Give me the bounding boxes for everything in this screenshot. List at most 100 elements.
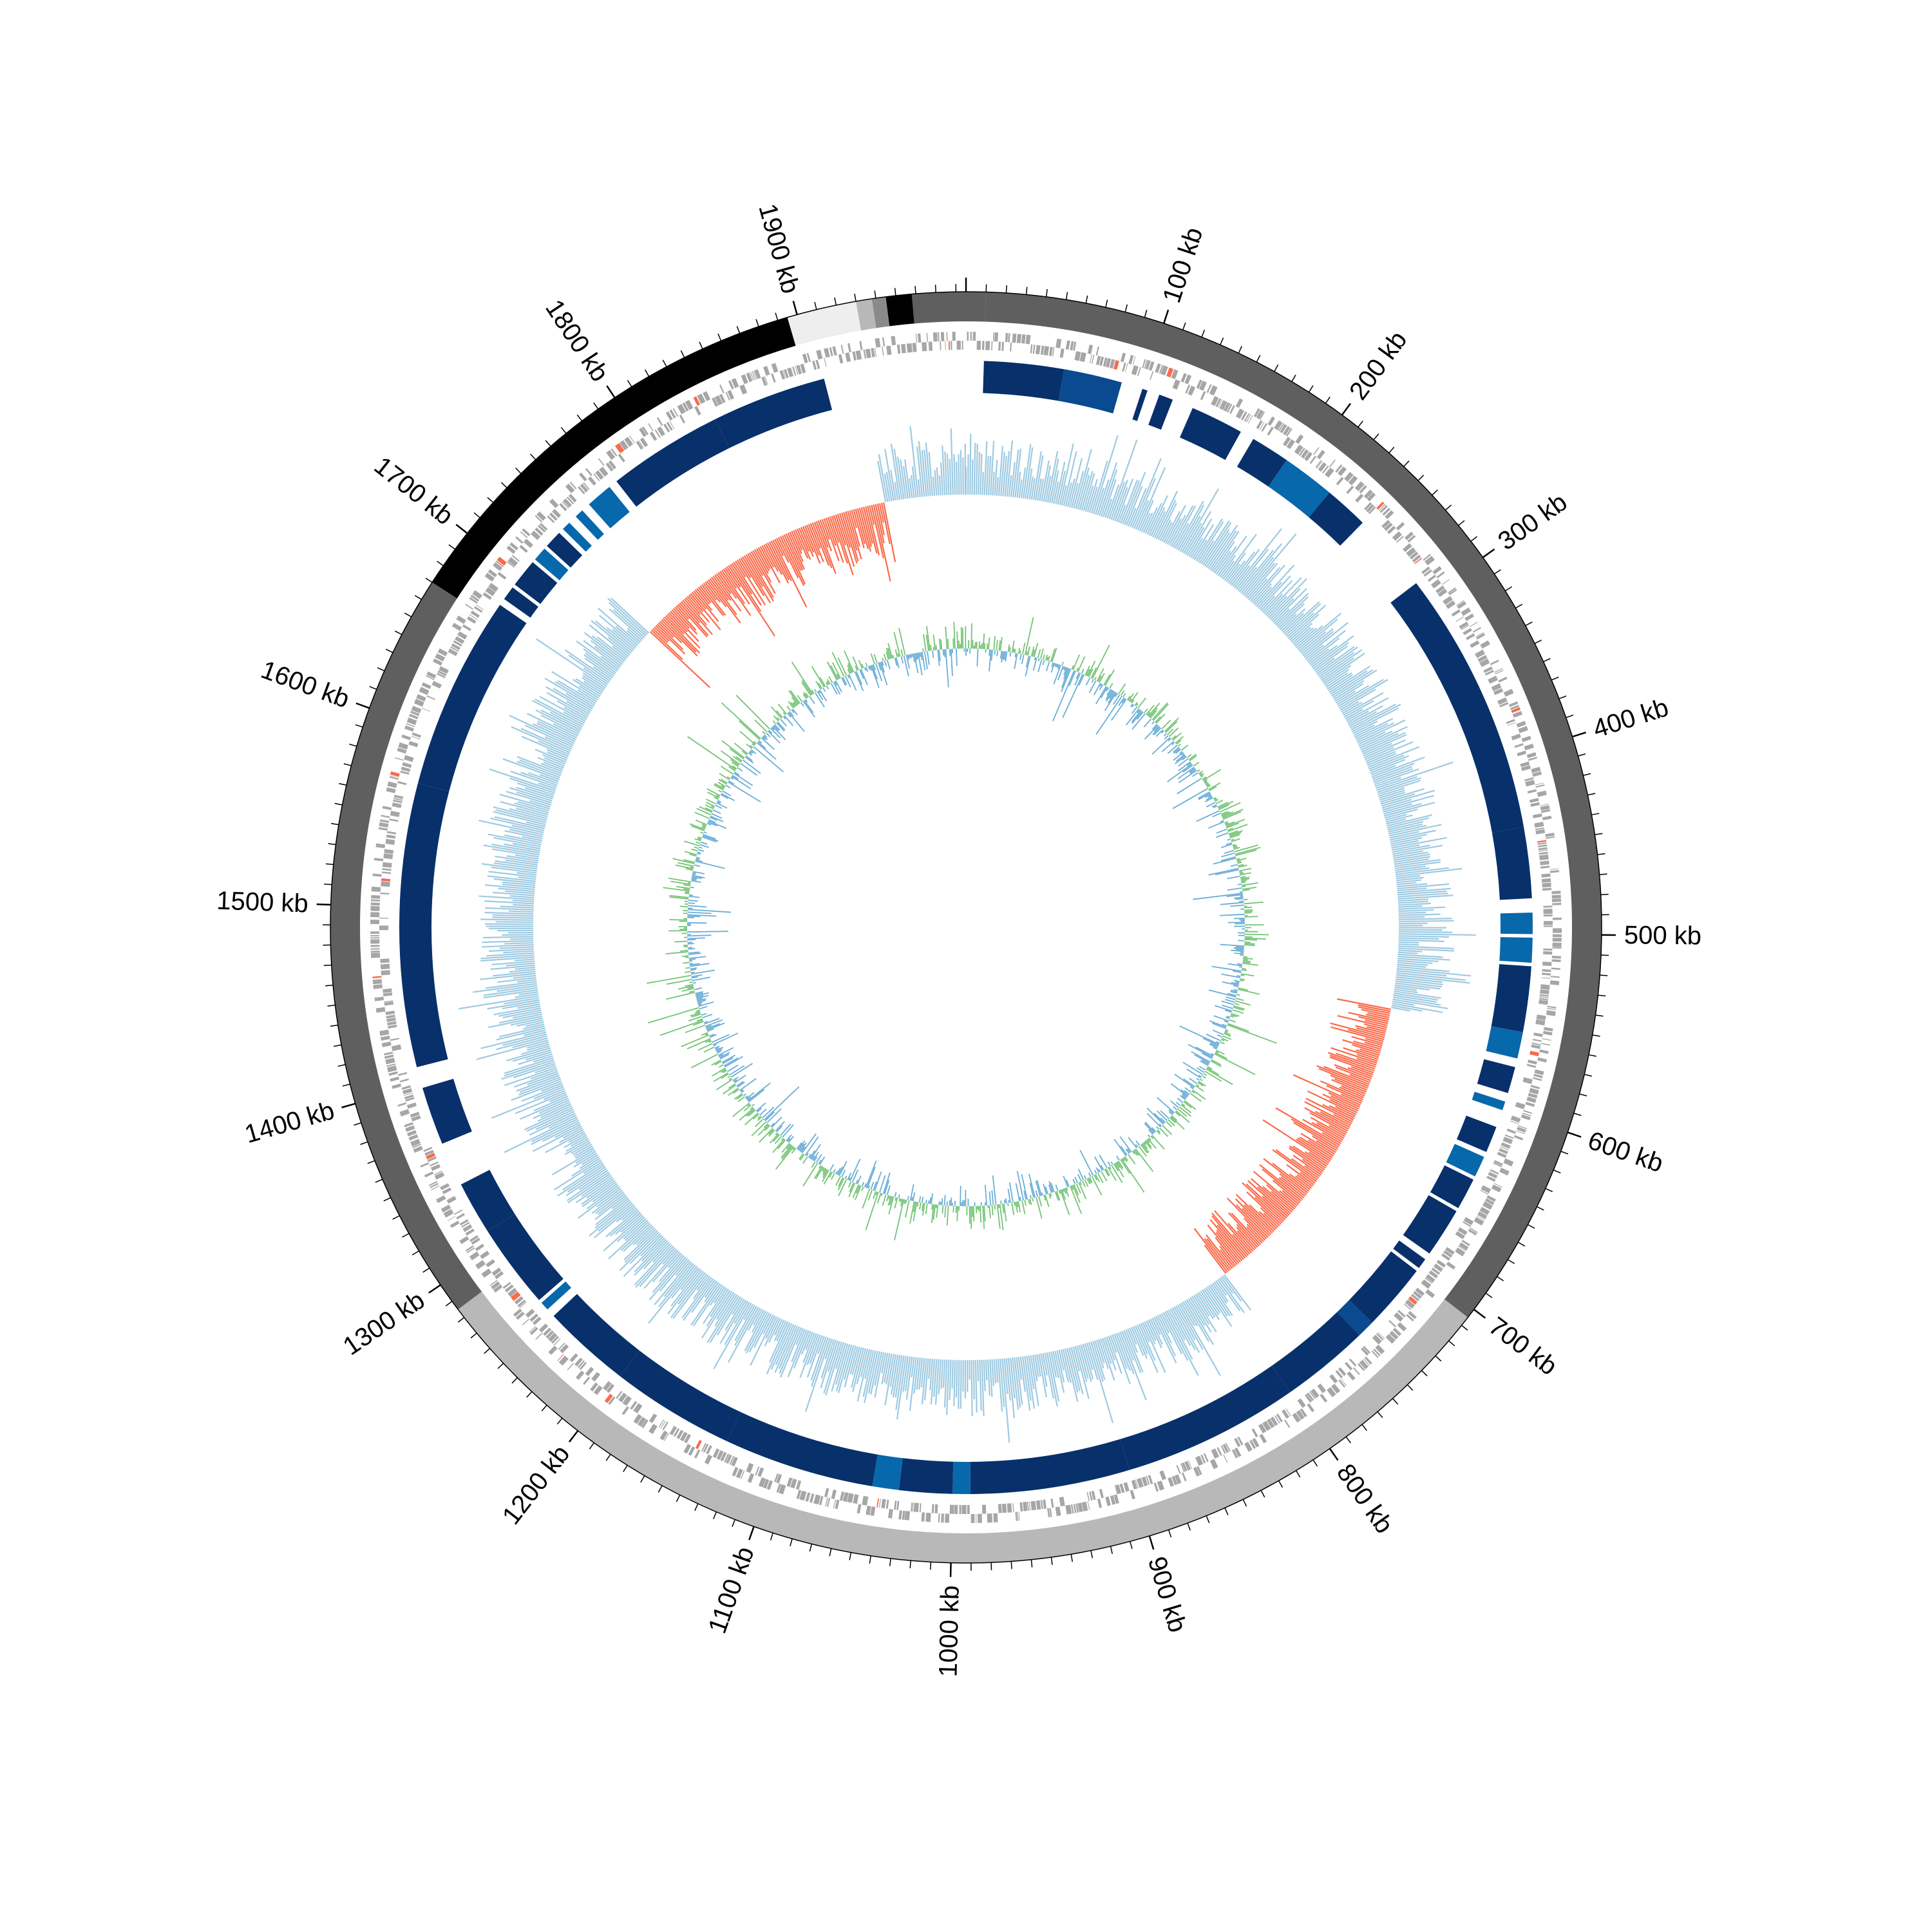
gc-skew-negative-bar: [898, 1194, 900, 1198]
gc-content-bar: [1099, 462, 1117, 516]
gc-content-bar: [710, 1289, 730, 1318]
synteny-block: [399, 783, 450, 1068]
gene-feature: [519, 545, 528, 553]
gc-content-low-bar: [1316, 1065, 1369, 1087]
gc-content-low-bar: [1337, 1015, 1388, 1028]
gc-skew-positive-bar: [774, 1135, 782, 1144]
gc-skew-positive-bar: [746, 743, 753, 750]
gc-content-bar: [504, 1059, 554, 1077]
gene-feature: [1451, 609, 1461, 617]
gc-skew-negative-bar: [799, 1142, 807, 1152]
gc-content-bar: [1195, 518, 1223, 562]
gc-content-bar: [1300, 631, 1327, 654]
gene-feature: [647, 423, 654, 431]
gc-skew-positive-bar: [1095, 1174, 1100, 1182]
gc-content-bar: [1315, 658, 1335, 673]
gc-skew-negative-bar: [703, 833, 716, 840]
gene-feature: [1019, 1502, 1023, 1512]
gc-skew-negative-bar: [938, 649, 941, 661]
gc-skew-negative-bar: [723, 1057, 739, 1066]
minor-tick: [593, 402, 599, 410]
gene-feature: [1397, 1322, 1407, 1332]
gc-content-bar: [544, 736, 573, 750]
gc-skew-negative-bar: [698, 1001, 714, 1007]
gc-content-bar: [516, 1074, 560, 1092]
gene-feature: [370, 905, 380, 911]
gc-content-bar: [672, 1273, 708, 1320]
gc-content-low-bar: [761, 545, 775, 568]
gene-feature: [1259, 422, 1265, 430]
gene-feature: [1295, 434, 1304, 444]
gc-skew-negative-bar: [1029, 1182, 1035, 1198]
gc-content-low-bar: [845, 511, 858, 551]
gc-skew-positive-bar: [1147, 1138, 1157, 1149]
gc-skew-positive-bar: [1081, 668, 1084, 674]
gene-feature: [511, 554, 520, 562]
gc-skew-negative-bar: [917, 652, 923, 676]
gc-content-bar: [774, 1318, 783, 1336]
gene-feature: [638, 440, 644, 448]
gc-content-bar: [1034, 455, 1044, 500]
gene-feature: [382, 806, 392, 811]
gene-feature: [1357, 1363, 1365, 1371]
gc-content-low-bar: [1204, 1244, 1227, 1274]
gc-content-low-bar: [711, 576, 729, 601]
gc-content-bar: [1014, 448, 1022, 498]
gene-feature: [1542, 961, 1552, 967]
gene-feature: [390, 1076, 400, 1082]
gc-skew-positive-bar: [711, 1067, 726, 1077]
gc-content-low-bar: [1309, 1112, 1347, 1133]
gc-content-bar: [918, 1358, 923, 1390]
gc-content-low-bar: [1361, 1009, 1390, 1016]
gene-feature: [847, 1493, 854, 1503]
minor-tick: [377, 667, 385, 672]
gc-content-bar: [1014, 1357, 1021, 1408]
gc-skew-negative-bar: [1037, 658, 1040, 662]
gene-feature: [633, 1403, 643, 1414]
gc-skew-positive-bar: [802, 1156, 808, 1164]
gc-content-bar: [1009, 1358, 1016, 1399]
gene-feature: [1521, 735, 1531, 743]
gc-skew-negative-bar: [704, 1018, 720, 1025]
gc-content-bar: [566, 700, 590, 715]
gc-content-bar: [1092, 435, 1119, 515]
gene-feature: [882, 346, 884, 356]
gc-content-bar: [609, 601, 647, 637]
gc-skew-positive-bar: [898, 628, 906, 656]
gc-skew-positive-bar: [705, 1039, 712, 1043]
gc-skew-positive-bar: [1168, 727, 1179, 737]
gc-skew-positive-bar: [1135, 1148, 1154, 1172]
gc-skew-negative-bar: [687, 931, 728, 933]
gc-content-bar: [1289, 614, 1320, 641]
gene-feature: [1322, 465, 1329, 474]
minor-tick: [1010, 1561, 1012, 1569]
gene-feature: [1540, 805, 1550, 811]
gc-skew-negative-bar: [687, 907, 693, 909]
gc-content-bar: [632, 1226, 654, 1245]
gc-skew-positive-bar: [1206, 1067, 1220, 1075]
gc-skew-positive-bar: [945, 626, 948, 650]
gc-content-bar: [703, 1287, 728, 1324]
gene-feature: [1551, 959, 1561, 962]
gene-feature: [1200, 391, 1206, 401]
gc-content-bar: [1058, 1350, 1065, 1371]
gc-content-bar: [491, 843, 540, 854]
gc-skew-negative-bar: [1125, 1148, 1130, 1154]
gc-skew-positive-bar: [904, 1199, 906, 1204]
gc-content-low-bar: [754, 549, 769, 574]
gc-skew-negative-bar: [1237, 963, 1243, 965]
gene-feature: [852, 351, 857, 361]
gc-content-bar: [1012, 450, 1019, 498]
gc-content-bar: [516, 761, 560, 779]
gc-content-bar: [1098, 1339, 1109, 1369]
gc-skew-positive-bar: [685, 891, 690, 893]
gc-skew-positive-bar: [887, 643, 893, 659]
gc-content-low-bar: [776, 538, 790, 564]
minor-tick: [1417, 475, 1425, 481]
gc-content-bar: [909, 1357, 917, 1411]
gc-content-bar: [545, 686, 591, 714]
gene-feature: [386, 1018, 396, 1023]
gene-feature: [381, 871, 392, 875]
gc-content-low-bar: [1289, 1173, 1311, 1191]
gc-content-low-bar: [1297, 1137, 1332, 1160]
